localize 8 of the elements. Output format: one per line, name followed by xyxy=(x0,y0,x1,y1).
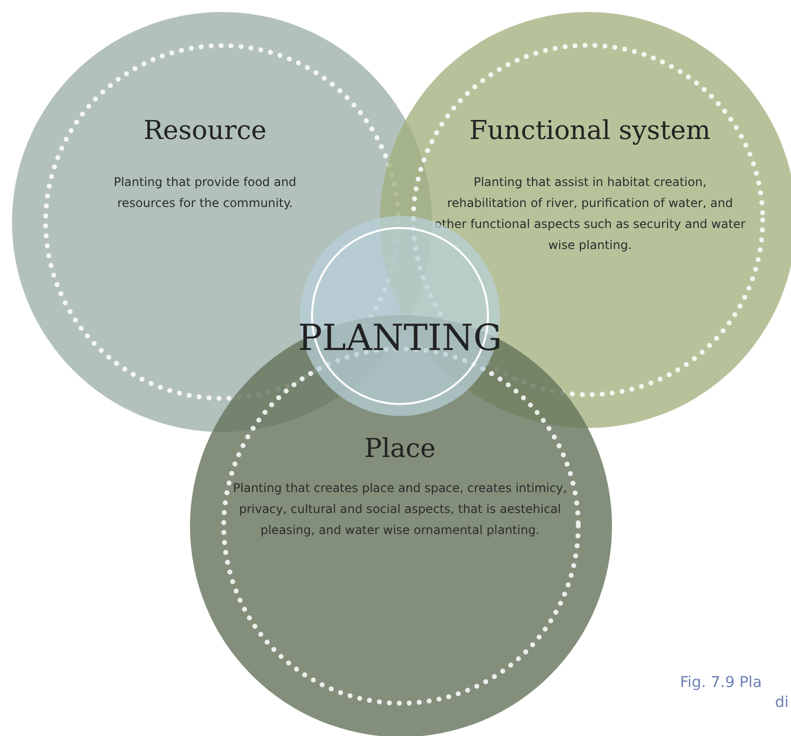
figure-caption: di xyxy=(775,693,789,711)
circle-description: Planting that provide food and resources for the community. xyxy=(112,174,298,212)
circle-heading: Resource xyxy=(142,116,268,146)
circle-heading: Place xyxy=(363,434,437,464)
circle-description: Planting that assist in habitat creation, rehabilitation of river, purification of water, and other functional aspects such as security and water wise planting. xyxy=(434,174,746,254)
figure-caption: Fig. 7.9 Pla xyxy=(680,673,762,691)
circle-heading: Functional system xyxy=(468,116,712,146)
circle-description: Planting that creates place and space, creates intimicy, privacy, cultural and social aspects, that is aestehical pleasing, and water wise ornamental planting. xyxy=(232,480,568,539)
